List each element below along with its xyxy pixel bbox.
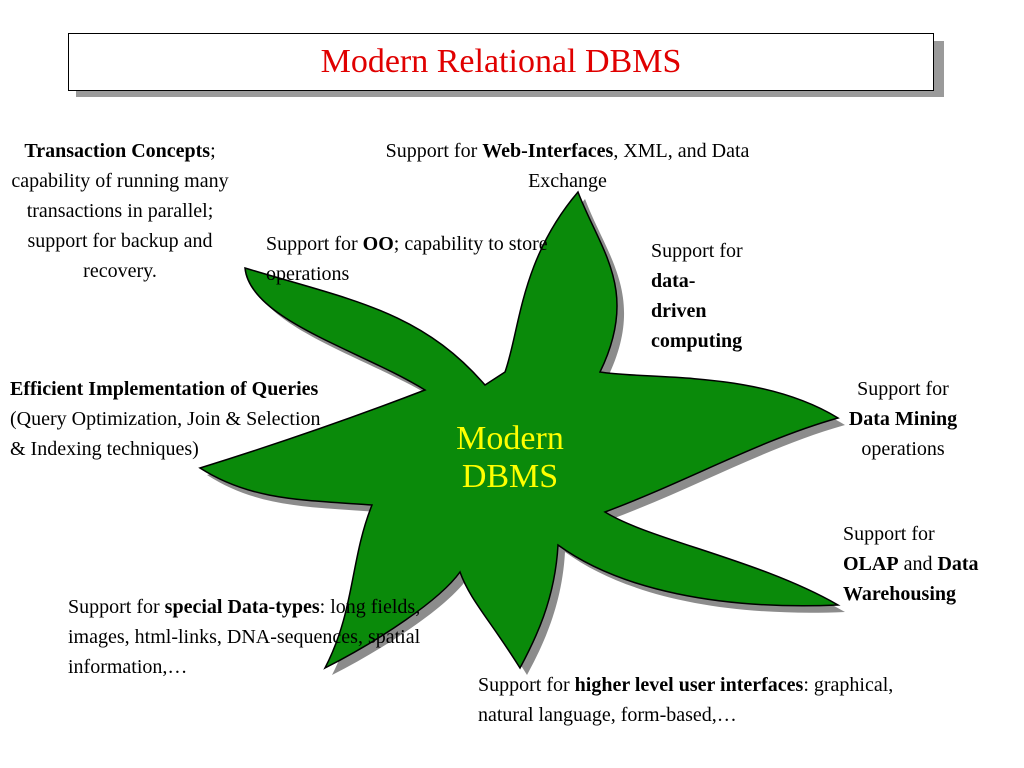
feature-higher-level-pre: Support for xyxy=(478,674,575,696)
feature-oo-bold: OO xyxy=(362,233,394,255)
center-line-2: DBMS xyxy=(461,458,559,495)
feature-transaction: Transaction Concepts; capability of runn… xyxy=(10,136,230,286)
feature-special-types-rest: : long fields, images, html-links, DNA-s… xyxy=(68,596,421,678)
title-box: Modern Relational DBMS xyxy=(68,33,934,91)
center-label: Modern DBMS xyxy=(420,420,600,496)
feature-web-pre: Support for xyxy=(385,140,483,162)
feature-oo-pre: Support for xyxy=(266,233,363,255)
feature-oo-rest: ; capability to store operations xyxy=(266,233,548,285)
feature-data-driven-pre: Support for xyxy=(651,240,743,262)
feature-efficient-rest: (Query Optimization, Join & Selection & … xyxy=(10,408,321,460)
feature-web-rest: , XML, and Data Exchange xyxy=(528,140,750,192)
feature-efficient-bold: Efficient Implementation of Queries xyxy=(10,378,319,400)
feature-transaction-bold: Transaction Concepts xyxy=(24,140,211,162)
feature-oo: Support for OO; capability to store oper… xyxy=(266,229,556,289)
feature-olap-mid: and xyxy=(898,553,938,575)
feature-data-mining-bold: Data Mining xyxy=(848,408,958,430)
feature-web-bold: Web-Interfaces xyxy=(482,140,614,162)
feature-olap-bold2: Data Warehousing xyxy=(843,553,979,605)
feature-data-driven: Support for data-driven computing xyxy=(651,236,746,356)
feature-data-mining-rest: operations xyxy=(861,438,945,460)
feature-special-types: Support for special Data-types: long fie… xyxy=(68,592,453,682)
feature-higher-level-bold: higher level user interfaces xyxy=(574,674,804,696)
feature-higher-level: Support for higher level user interfaces… xyxy=(478,670,928,730)
feature-special-types-pre: Support for xyxy=(68,596,165,618)
feature-olap-bold1: OLAP xyxy=(843,553,899,575)
feature-special-types-bold: special Data-types xyxy=(164,596,320,618)
feature-data-mining: Support for Data Mining operations xyxy=(832,374,974,464)
feature-olap: Support for OLAP and Data Warehousing xyxy=(843,519,1024,609)
feature-olap-pre: Support for xyxy=(843,523,935,545)
feature-higher-level-rest: : graphical, natural language, form-base… xyxy=(478,674,894,726)
page-title: Modern Relational DBMS xyxy=(320,43,682,80)
feature-transaction-rest: ; capability of running many transaction… xyxy=(11,140,229,282)
feature-data-mining-pre: Support for xyxy=(857,378,949,400)
feature-data-driven-bold: data-driven computing xyxy=(651,270,743,352)
feature-efficient: Efficient Implementation of Queries (Que… xyxy=(10,374,330,464)
feature-web: Support for Web-Interfaces, XML, and Dat… xyxy=(355,136,780,196)
star-body xyxy=(198,190,841,670)
center-line-1: Modern xyxy=(456,420,564,457)
